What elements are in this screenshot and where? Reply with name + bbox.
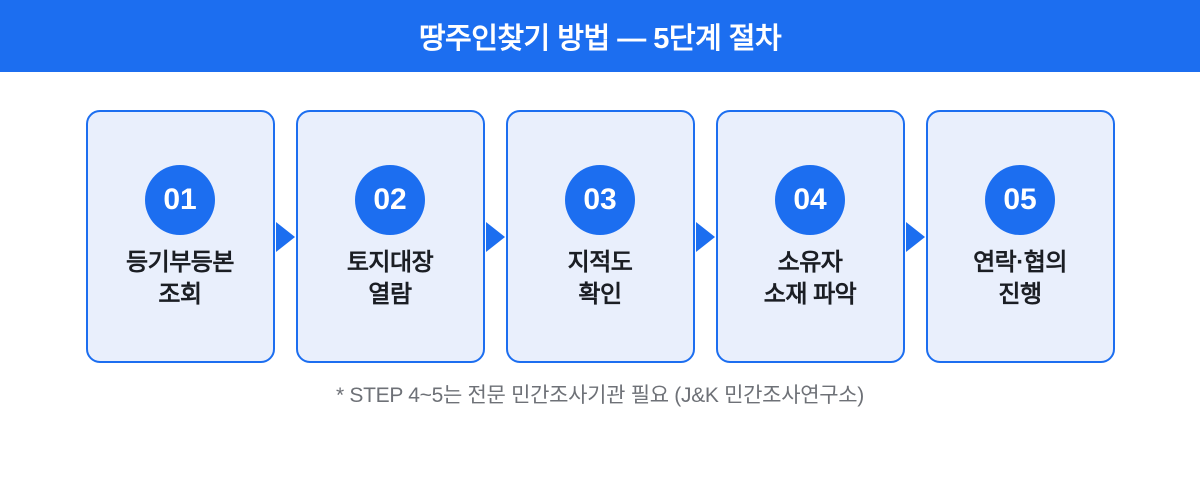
step-label: 등기부등본 조회 [126,247,234,311]
step-label: 지적도 확인 [568,247,633,311]
step-label: 토지대장 열람 [346,247,434,311]
step-label-line2: 열람 [368,280,412,308]
flow-arrow-2 [485,110,506,363]
step-label-line2: 진행 [998,280,1042,308]
step-label-line1: 토지대장 [346,249,434,276]
step-label-line1: 소유자 [777,249,843,276]
arrow-right-icon [696,221,715,252]
step-label-line2: 조회 [158,280,202,308]
step-number: 01 [163,183,197,216]
step-number-badge: 04 [775,165,845,235]
flow-arrow-3 [695,110,716,363]
step-number-badge: 03 [565,165,635,235]
process-flow: 01 등기부등본 조회 02 토지대장 열람 03 지적도 확인 [0,110,1200,363]
step-card-2: 02 토지대장 열람 [295,110,485,363]
step-number-badge: 02 [355,165,425,235]
step-number: 04 [793,183,827,216]
step-card-1: 01 등기부등본 조회 [85,110,275,363]
step-number: 03 [583,183,617,216]
arrow-right-icon [276,221,295,252]
step-label-line2: 소재 파악 [763,280,857,308]
arrow-right-icon [486,221,505,252]
header-banner: 땅주인찾기 방법 — 5단계 절차 [0,0,1200,72]
step-number: 05 [1003,183,1037,216]
step-card-4: 04 소유자 소재 파악 [715,110,905,363]
arrow-right-icon [906,221,925,252]
step-label: 소유자 소재 파악 [764,247,857,311]
step-label-line1: 연락·협의 [973,249,1067,276]
step-number-badge: 05 [985,165,1055,235]
step-label-line1: 지적도 [567,249,633,276]
flow-arrow-4 [905,110,926,363]
step-number-badge: 01 [145,165,215,235]
step-card-5: 05 연락·협의 진행 [925,110,1115,363]
step-label-line1: 등기부등본 [126,249,234,276]
page-title: 땅주인찾기 방법 — 5단계 절차 [418,23,782,55]
flow-arrow-1 [275,110,296,363]
step-number: 02 [373,183,407,216]
step-label-line2: 확인 [578,280,622,308]
step-card-3: 03 지적도 확인 [505,110,695,363]
footnote-text: * STEP 4~5는 전문 민간조사기관 필요 (J&K 민간조사연구소) [336,384,864,407]
step-label: 연락·협의 진행 [973,247,1067,311]
